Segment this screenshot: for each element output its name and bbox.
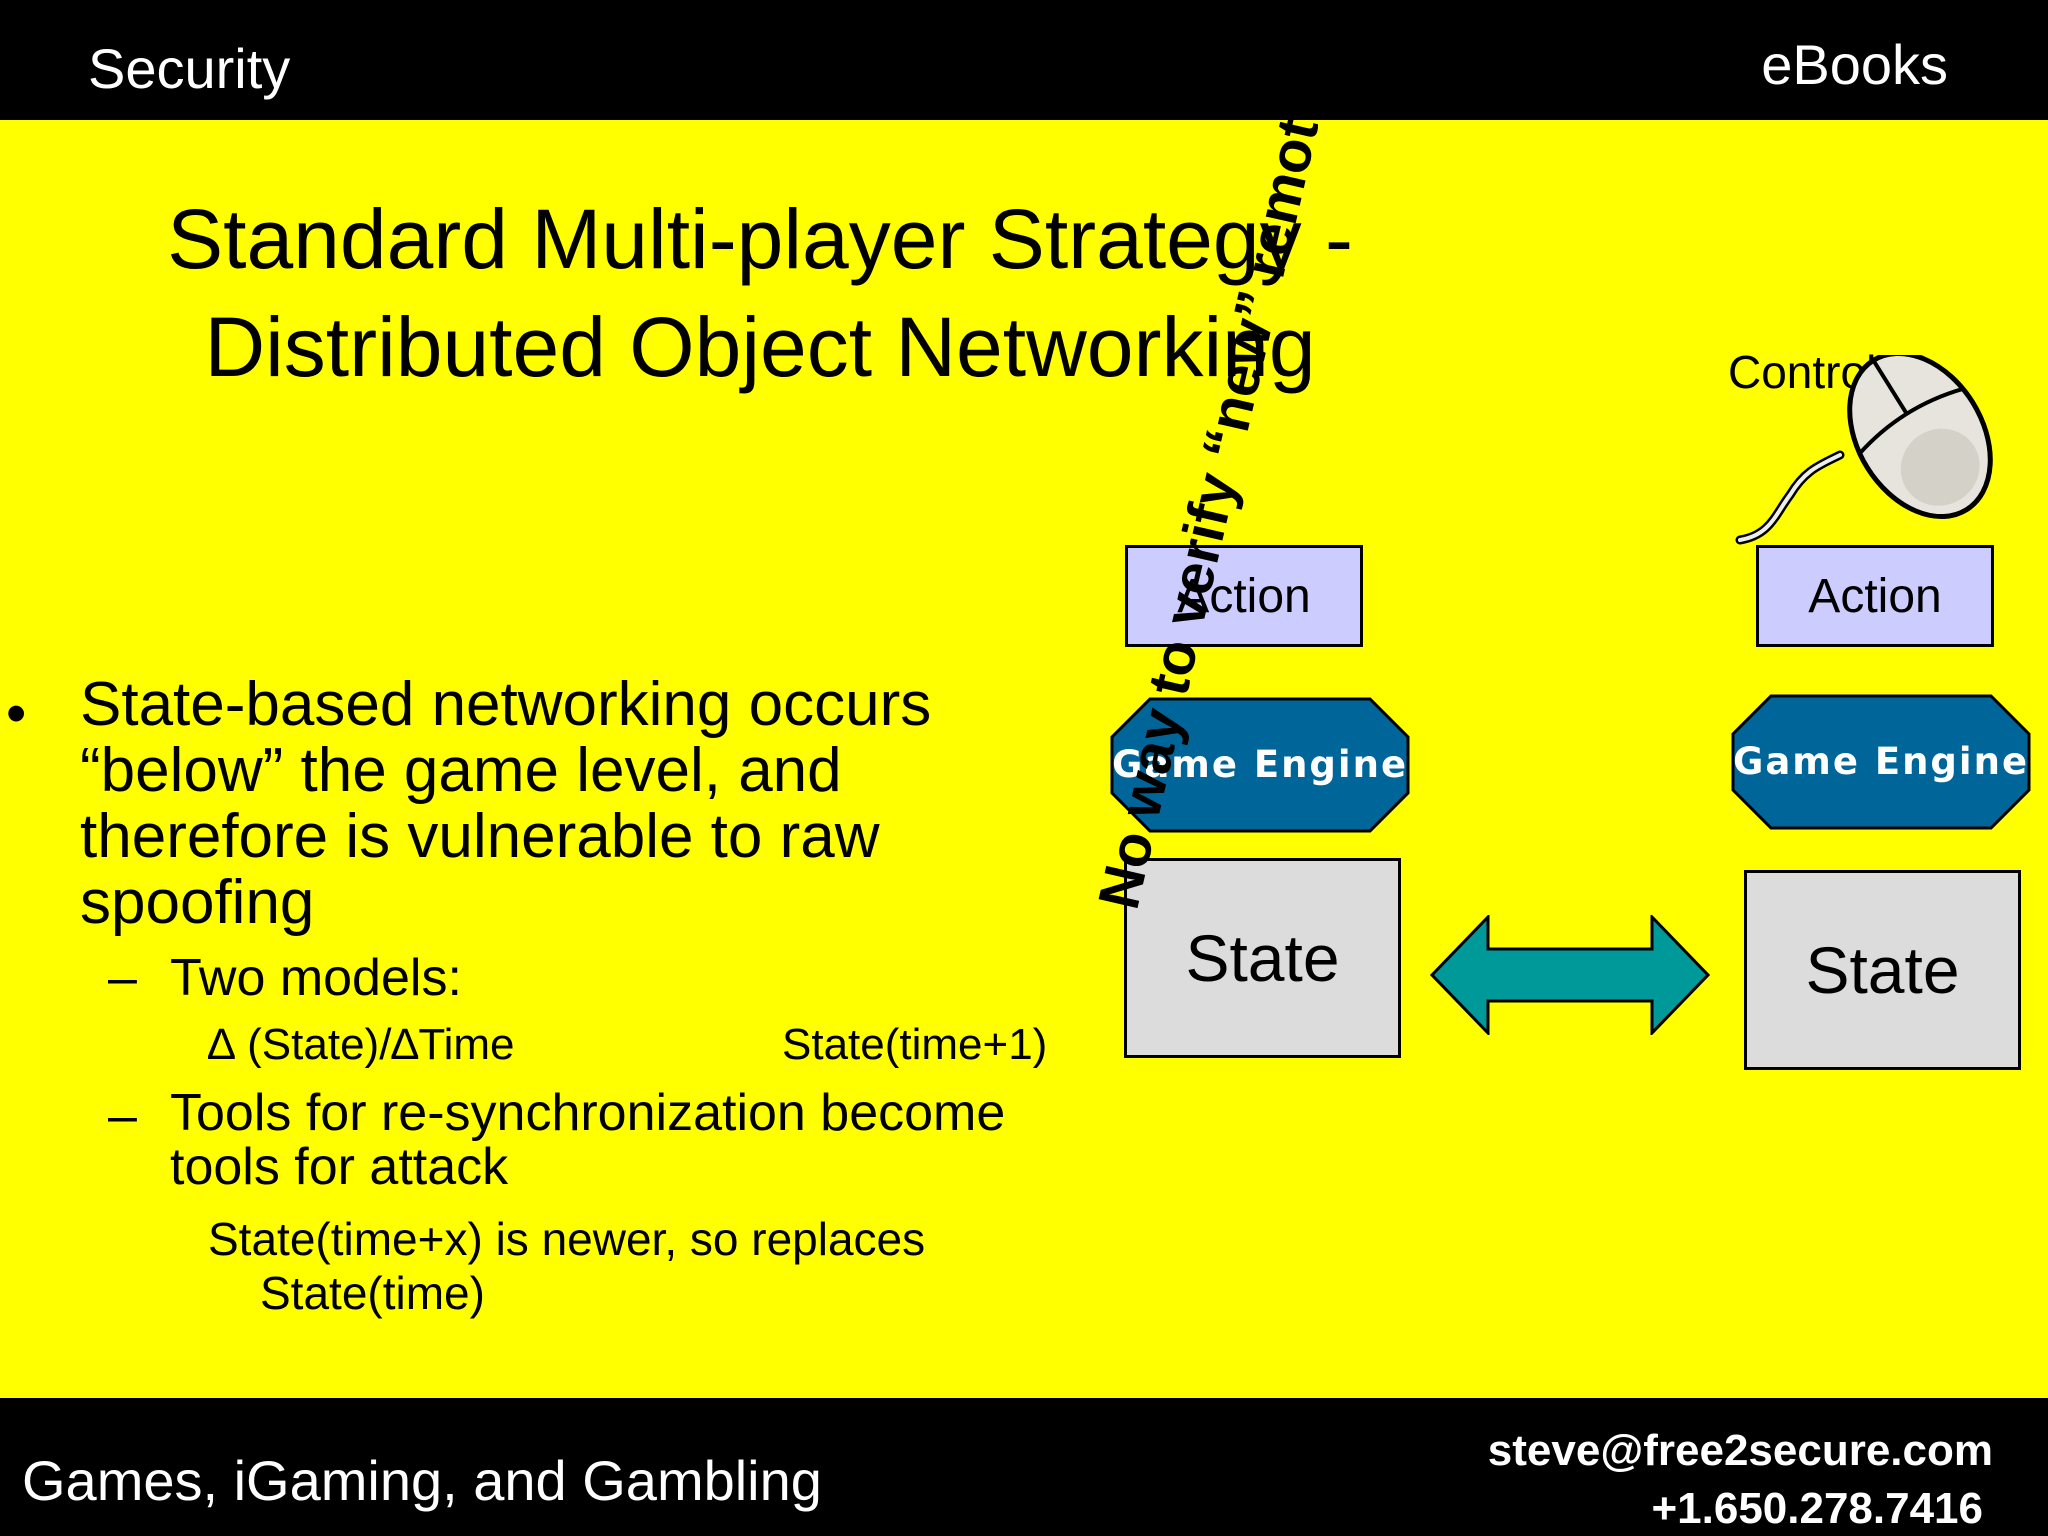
sub-bullet-two-models: Two models:: [170, 949, 462, 1007]
header-left-text: Security: [88, 37, 291, 100]
game-engine-right-label: Game Engine: [1733, 740, 2029, 783]
action-box-left: Action: [1125, 545, 1363, 647]
sub-bullet-tools: Tools for re-synchronization become tool…: [170, 1084, 1006, 1196]
game-engine-left-label: Game Engine: [1112, 743, 1408, 786]
title-line-1: Standard Multi-player Strategy -: [167, 192, 1353, 286]
header-right-text: eBooks: [1761, 33, 1948, 96]
title-line-2: Distributed Object Networking: [204, 300, 1316, 394]
footer-bar: [0, 1398, 2048, 1536]
bullet-marker: •: [6, 681, 27, 746]
delta-state-text: ∆ (State)/∆Time: [208, 1020, 515, 1069]
game-engine-right: Game Engine: [1731, 694, 2031, 830]
dash-marker-2: –: [108, 1087, 137, 1145]
game-engine-left: Game Engine: [1110, 697, 1410, 833]
header-bar: [0, 0, 2048, 120]
action-box-right: Action: [1756, 545, 1994, 647]
state-box-left: State: [1124, 858, 1401, 1058]
bullet-main-text: State-based networking occurs “below” th…: [80, 670, 932, 937]
sub-sub-text-line-2: State(time): [260, 1267, 485, 1319]
footer-phone: +1.650.278.7416: [1651, 1484, 1983, 1533]
slide-title: Standard Multi-player Strategy - Distrib…: [60, 185, 1460, 401]
state-box-right: State: [1744, 870, 2021, 1070]
footer-email: steve@free2secure.com: [1487, 1426, 1993, 1475]
dash-marker-1: –: [108, 949, 137, 1007]
footer-left-text: Games, iGaming, and Gambling: [22, 1449, 822, 1512]
sub-sub-text-line-1: State(time+x) is newer, so replaces: [208, 1213, 926, 1265]
double-arrow-icon: [1430, 915, 1710, 1035]
mouse-icon: [1735, 355, 1993, 545]
state-time-plus-one-text: State(time+1): [782, 1020, 1048, 1069]
